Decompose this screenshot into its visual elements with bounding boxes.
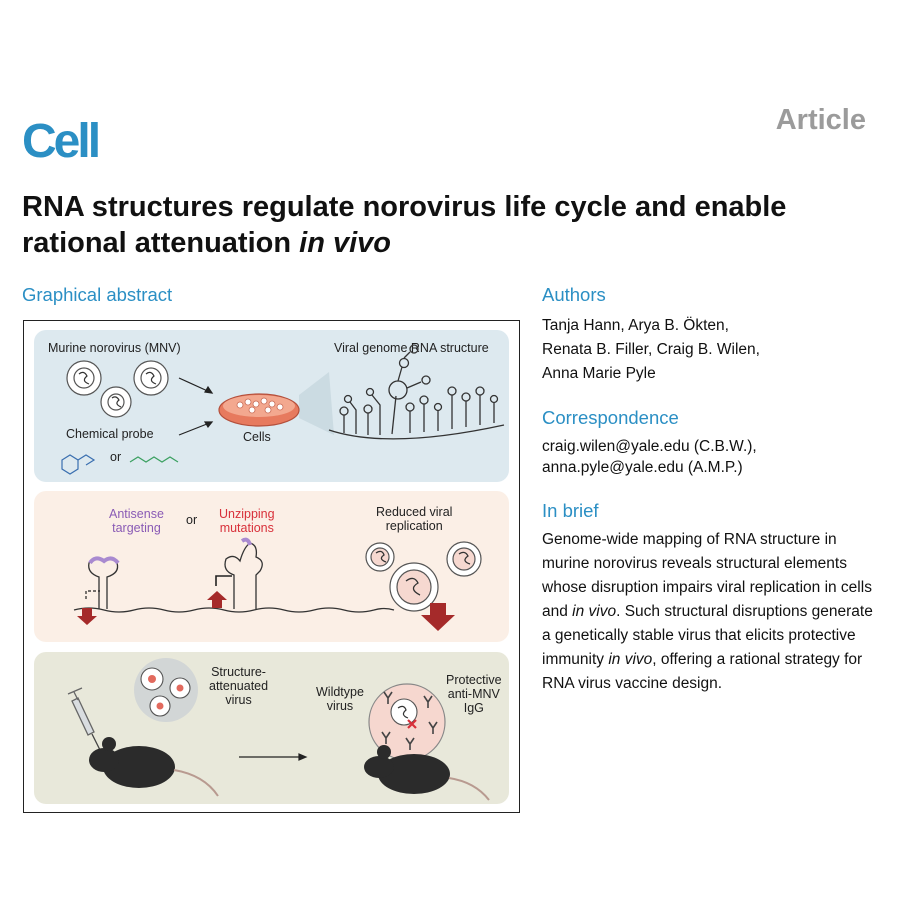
or-label: or	[186, 513, 198, 527]
rna-structure-icon	[328, 344, 505, 440]
correspondence-heading: Correspondence	[542, 407, 679, 428]
mouse-icon	[89, 737, 219, 797]
email-link[interactable]: anna.pyle@yale.edu (A.M.P.)	[542, 459, 743, 476]
cell-dish-icon	[218, 372, 334, 435]
mouse-icon	[364, 745, 490, 801]
cells-label: Cells	[243, 430, 271, 444]
reduction-arrow-icon	[421, 603, 455, 631]
in-brief-text: Genome-wide mapping of RNA structure in …	[542, 531, 873, 692]
syringe-icon	[67, 687, 101, 751]
probe-label: Chemical probe	[66, 427, 154, 441]
authors-line: Tanja Hann, Arya B. Ökten,	[542, 317, 729, 334]
correspondence-list: craig.wilen@yale.edu (C.B.W.), anna.pyle…	[542, 436, 872, 478]
virus-label: Murine norovirus (MNV)	[48, 341, 181, 355]
arrow-icon	[178, 377, 214, 436]
email-link[interactable]: craig.wilen@yale.edu (C.B.W.),	[542, 438, 757, 455]
dashed-arrow-icon	[85, 590, 100, 599]
in-brief-heading: In brief	[542, 500, 599, 521]
authors-line: Anna Marie Pyle	[542, 365, 656, 382]
rna-strand-icon	[73, 542, 395, 613]
up-arrow-icon	[207, 591, 227, 608]
graphical-abstract-figure: Murine norovirus (MNV) Viral genome RNA …	[23, 320, 520, 813]
authors-list: Tanja Hann, Arya B. Ökten, Renata B. Fil…	[542, 314, 872, 386]
paper-title: RNA structures regulate norovirus life c…	[22, 191, 787, 259]
antibody-icon	[381, 691, 438, 750]
down-arrow-icon	[77, 608, 97, 625]
panel-structure-probing: Murine norovirus (MNV) Viral genome RNA …	[34, 330, 509, 482]
probe-molecule-icon	[129, 456, 179, 463]
cell-logo: Cell	[22, 115, 101, 168]
virion-icon	[66, 360, 169, 418]
graphical-abstract-heading: Graphical abstract	[22, 284, 173, 305]
probe-molecule-icon	[61, 454, 96, 475]
article-type-label: Article	[775, 104, 866, 136]
block-x-icon	[407, 719, 417, 729]
structure-label: Viral genome RNA structure	[334, 341, 489, 355]
panel2-illustration	[73, 537, 482, 631]
or-label: or	[110, 450, 122, 464]
arrow-icon	[239, 753, 308, 761]
panel1-illustration	[61, 344, 505, 475]
panel3-illustration	[67, 658, 490, 801]
authors-line: Renata B. Filler, Craig B. Wilen,	[542, 341, 760, 358]
authors-heading: Authors	[542, 284, 606, 305]
